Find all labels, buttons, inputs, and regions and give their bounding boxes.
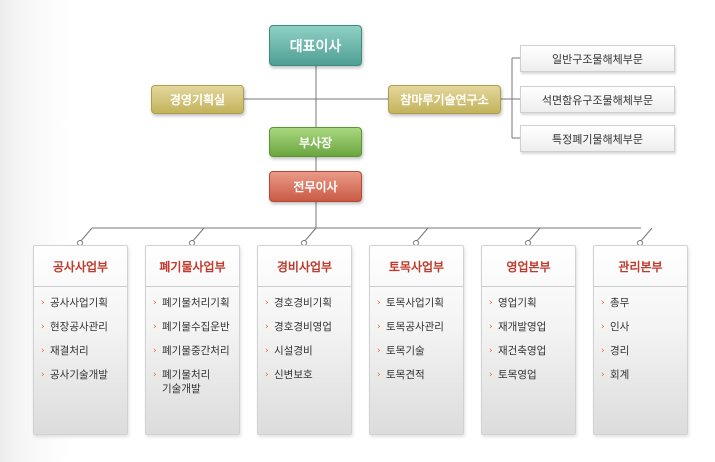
bullet-icon: › [153,346,157,356]
bullet-icon: › [377,322,381,332]
department-item: ›인사 [601,321,630,333]
department-item: ›경호경비기획 [265,297,332,309]
department-item: ›총무 [601,297,630,309]
bullet-icon: › [265,322,269,332]
research-division-special-waste: 특정폐기물해체부문 [520,125,675,152]
department-item: ›공사사업기획 [41,297,108,309]
research-division-general: 일반구조물해체부문 [520,45,675,72]
department-title: 관리본부 [594,246,687,287]
department-construction: 공사사업부 ›공사사업기획 ›현장공사관리 ›재결처리 ›공사기술개발 [33,245,128,435]
bullet-icon: › [489,346,493,356]
bullet-icon: › [489,322,493,332]
bullet-icon: › [601,322,605,332]
department-title: 토목사업부 [370,246,463,287]
department-title: 영업본부 [482,246,575,287]
bullet-icon: › [41,346,45,356]
bullet-icon: › [377,370,381,380]
department-item: ›경리 [601,345,630,357]
bullet-icon: › [153,322,157,332]
department-item: ›재건축영업 [489,345,547,357]
bullet-icon: › [41,322,45,332]
department-title: 폐기물사업부 [146,246,239,287]
bullet-icon: › [489,370,493,380]
bullet-icon: › [601,346,605,356]
department-item: ›공사기술개발 [41,369,108,381]
bullet-icon: › [153,298,157,308]
bullet-icon: › [265,370,269,380]
bullet-icon: › [265,298,269,308]
department-item: ›토목기술 [377,345,425,357]
department-item: ›폐기물중간처리 [153,345,230,357]
executive-director-box: 전무이사 [269,171,362,202]
department-item: ›폐기물수집운반 [153,321,230,333]
department-item: ›재개발영업 [489,321,547,333]
bullet-icon: › [489,298,493,308]
research-institute-box: 참마루기술연구소 [388,85,501,114]
department-item: ›토목사업기획 [377,297,444,309]
department-management: 관리본부 ›총무 ›인사 ›경리 ›회계 [593,245,688,435]
department-item: ›신변보호 [265,369,313,381]
bullet-icon: › [601,298,605,308]
planning-office-box: 경영기획실 [151,85,244,114]
bullet-icon: › [377,298,381,308]
department-civil: 토목사업부 ›토목사업기획 ›토목공사관리 ›토목기술 ›토목견적 [369,245,464,435]
department-item: ›토목영업 [489,369,537,381]
department-item: ›재결처리 [41,345,89,357]
department-security: 경비사업부 ›경호경비기획 ›경호경비영업 ›시설경비 ›신변보호 [257,245,352,435]
department-title: 경비사업부 [258,246,351,287]
vice-president-box: 부사장 [269,127,362,157]
department-sales: 영업본부 ›영업기획 ›재개발영업 ›재건축영업 ›토목영업 [481,245,576,435]
department-title: 공사사업부 [34,246,127,287]
ceo-box: 대표이사 [269,25,362,66]
department-item: ›시설경비 [265,345,313,357]
department-item: ›경호경비영업 [265,321,332,333]
department-item: ›영업기획 [489,297,537,309]
research-division-asbestos: 석면함유구조물해체부문 [520,86,675,113]
bullet-icon: › [377,346,381,356]
bullet-icon: › [41,298,45,308]
department-item: ›현장공사관리 [41,321,108,333]
department-item: ›회계 [601,369,630,381]
bullet-icon: › [153,370,157,380]
department-waste: 폐기물사업부 ›폐기물처리기획 ›폐기물수집운반 ›폐기물중간처리 ›폐기물처리… [145,245,240,435]
bullet-icon: › [601,370,605,380]
department-item: ›폐기물처리기획 [153,297,230,309]
department-item: ›토목견적 [377,369,425,381]
bullet-icon: › [265,346,269,356]
department-item: ›토목공사관리 [377,321,444,333]
department-item: ›폐기물처리 기술개발 [153,369,211,395]
bullet-icon: › [41,370,45,380]
